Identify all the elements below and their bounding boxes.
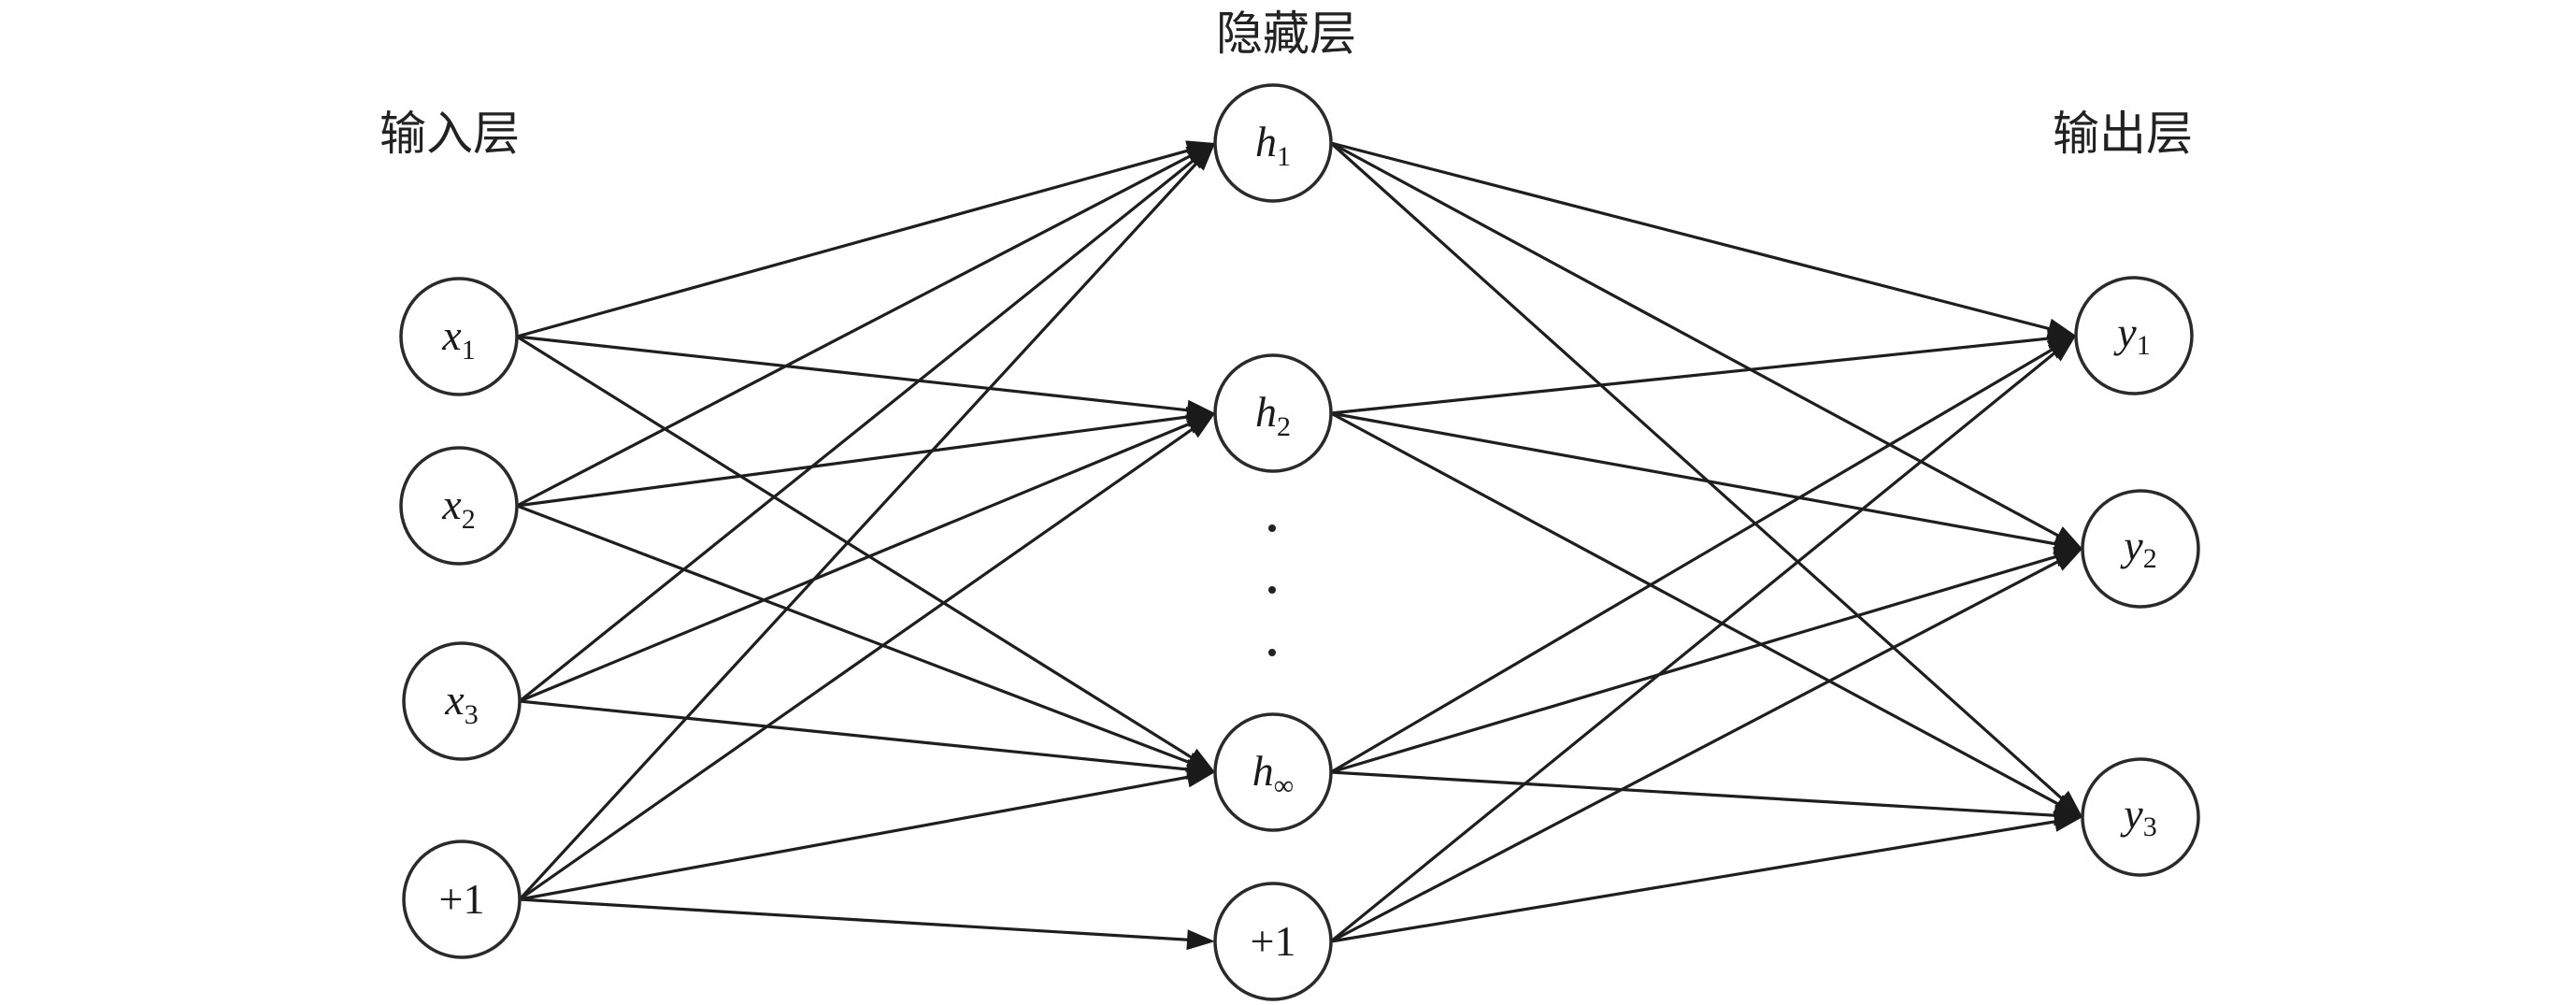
edge-x3-to-h1 [518, 157, 1197, 703]
arrowhead-icon [2053, 811, 2082, 832]
edge-h1-to-y2 [1330, 141, 2062, 539]
edge-h2-to-y3 [1330, 411, 2062, 808]
edge-in_bias-to-hinf [519, 775, 1192, 901]
ellipsis-dot [1268, 586, 1276, 594]
edge-hid_bias-to-y3 [1330, 819, 2059, 943]
node-label: h∞ [1252, 747, 1294, 801]
node-y3: y3 [2081, 757, 2200, 877]
node-h-infinity: h∞ [1213, 712, 1333, 832]
edge-x3-to-h2 [519, 421, 1194, 703]
edge-hinf-to-y3 [1330, 770, 2059, 818]
ellipsis-dot [1268, 649, 1276, 656]
node-label: +1 [439, 875, 485, 923]
edge-hid_bias-to-y1 [1329, 350, 2058, 943]
arrowhead-icon [1186, 929, 1215, 951]
edges [516, 140, 2082, 951]
node-y2: y2 [2081, 489, 2200, 609]
ellipsis-dot [1268, 524, 1276, 532]
hidden-ellipsis [1268, 524, 1276, 656]
edge-x2-to-h2 [516, 414, 1192, 508]
input-layer-title: 输入层 [379, 107, 520, 161]
arrowhead-icon [1185, 767, 1215, 788]
edge-h2-to-y1 [1330, 337, 2053, 415]
node-h1: h1 [1213, 83, 1333, 203]
node-label: h1 [1255, 118, 1291, 172]
node-label: h2 [1255, 388, 1291, 442]
arrowhead-icon [1188, 143, 1215, 171]
node-input-bias: +1 [402, 840, 522, 959]
output-layer-title: 输出层 [2053, 107, 2193, 161]
node-x3: x3 [402, 641, 522, 761]
edge-hinf-to-y2 [1330, 553, 2060, 774]
edge-in_bias-to-h1 [518, 160, 1200, 901]
edge-h2-to-y2 [1330, 411, 2059, 546]
node-x2: x2 [399, 446, 519, 566]
node-label: y1 [2113, 309, 2150, 361]
node-hidden-bias: +1 [1213, 882, 1333, 1001]
arrowhead-icon [1186, 413, 1215, 438]
edge-x2-to-h1 [516, 152, 1195, 508]
node-h2: h2 [1213, 353, 1333, 473]
node-x1: x1 [399, 277, 519, 396]
edge-hinf-to-y1 [1330, 346, 2056, 774]
node-label: y2 [2120, 522, 2156, 574]
edge-x2-to-hinf [516, 504, 1194, 766]
hidden-layer-title: 隐藏层 [1216, 7, 1356, 61]
nodes: x1 x2 x3 +1 h1 h2 h∞ +1 [399, 83, 2200, 1001]
edge-hid_bias-to-y2 [1330, 558, 2062, 943]
node-y1: y1 [2074, 276, 2194, 395]
arrowhead-icon [2047, 336, 2076, 362]
node-label: x1 [441, 311, 475, 366]
edge-x3-to-hinf [519, 699, 1192, 771]
edge-x1-to-h2 [516, 335, 1192, 412]
edge-x1-to-h1 [516, 148, 1193, 338]
edge-x1-to-hinf [516, 335, 1195, 761]
node-label: +1 [1251, 917, 1296, 965]
edge-h1-to-y1 [1330, 141, 2054, 332]
node-label: x2 [441, 481, 475, 535]
arrowhead-icon [2053, 549, 2082, 571]
node-label: y3 [2120, 790, 2156, 842]
edge-in_bias-to-hid_bias [519, 897, 1192, 942]
edge-in_bias-to-h2 [519, 425, 1196, 901]
edge-h1-to-y3 [1329, 141, 2066, 802]
node-label: x3 [444, 676, 478, 730]
